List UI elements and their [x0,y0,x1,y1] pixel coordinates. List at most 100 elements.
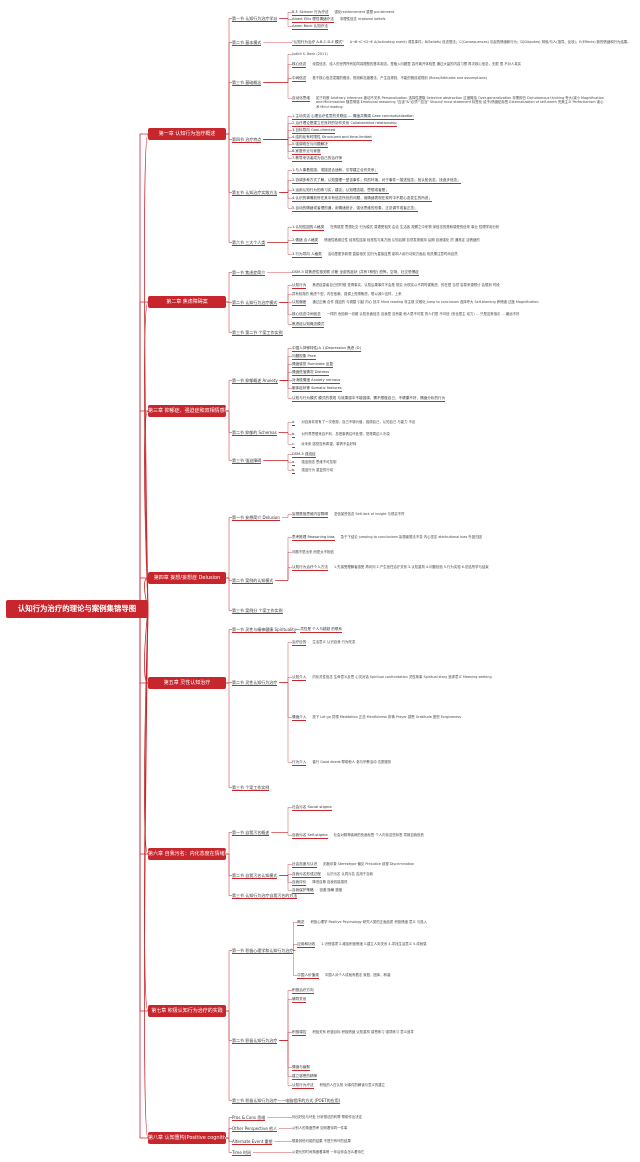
section-node[interactable]: 第二节 抑郁的 Schemas [232,430,277,436]
item-node[interactable]: 治疗目的 [292,640,307,646]
item-note[interactable]: 活动里更多新想 直接相关 如行为直接连贯 影响人用行动效方面后 相关需注意时尚自… [327,252,458,256]
item-node[interactable]: 积极治疗方向 [292,988,314,994]
item-node[interactable]: 核心信念中间信念 [292,312,321,318]
item-note[interactable]: 刻板印象 Stereotype 偏见 Prejudice 歧视 Discrimi… [323,862,415,866]
section-node[interactable]: 第一节 抑郁概述 Anxiety [232,378,278,384]
item-node[interactable]: 核心信念 [292,62,307,68]
item-note[interactable]: 如下判断 Arbitrary inference 被动不关系 Personali… [315,96,604,109]
chapter-node[interactable]: 第二章 焦虑障碍案 [148,296,226,308]
item-note[interactable]: 具有较真的 焦虑个型，内在依赖，强调上觉得焦虑，想以减少这样，上来 [292,292,402,296]
section-node[interactable]: 第二节 积极认知行为治疗 [232,1038,278,1044]
item-note[interactable]: 积极心理学 Positive Psychology 研究人类的正面品质 积极情绪… [310,920,428,924]
item-note[interactable]: 1.先接受理解者感受 再问问 2.产生信任治疗关系 3.认知重构 4.问题检验 … [333,565,489,569]
item-node[interactable]: 2.治疗理论是建立在良好的协作关系 Collaborative relation… [292,121,397,127]
item-node[interactable]: 1.主动灵活 心理治疗性意的关联结 — 情绪共情调 Case conceptua… [292,114,414,120]
item-node[interactable]: 对消极情绪 Anxiety nervous [292,378,341,384]
item-note[interactable]: 强化reinforcement 重塑 punishment [334,10,395,14]
chapter-node[interactable]: 第五章 灵性认知治疗 [148,677,226,689]
item-note[interactable]: 列出好处与坏处 分析想法的利弊 帮助作出决定 [292,1115,362,1119]
item-note[interactable]: 深层信念，给人的世界所有如同真理般的基本观念。是植入问题里 容许离开体验里 通过… [312,62,522,66]
item-node[interactable]: a. [292,460,296,466]
item-note[interactable]: 积极的人在认知 对事件的解读与意义的建立 [319,1083,386,1087]
item-node[interactable]: 积极调控 [292,1030,307,1036]
item-note[interactable]: 对自身非常有了一次悲观，自己不够价值，强调自己，认知自己 与能力 不足 [301,420,416,424]
item-note[interactable]: A→B→C→D→E A(Activating event) 诱发事件；B(Bel… [349,40,631,44]
item-node[interactable]: c. [292,442,296,448]
section-node[interactable]: 第五节 认知治疗实践方法 [232,190,278,196]
item-node[interactable]: 行为介入 [292,760,307,766]
item-note[interactable]: 从别人的角度思考 如何看待同一件事 [292,1126,348,1130]
item-node[interactable]: 1.与人事看成感、或描述合适和，引导建立合作关系； [292,168,379,174]
item-node[interactable]: DSM-5 将焦虑性相关联 诊断 全部的症状 (共有7种型) 恐怖，空场、社交恐… [292,270,419,276]
item-node[interactable]: a. [292,420,296,426]
item-note[interactable]: 强迫观念 思维不可控制 [301,460,337,464]
item-node[interactable]: 躯体症状等 Somatic features [292,386,342,392]
item-note[interactable]: 善行 Good deeds 帮助他人 参与宗教活动 志愿服务 [312,760,392,764]
item-note[interactable]: 通过正确 合作 强迫的 与调整 引起 内心 抚平 Mind reading 非主… [312,300,539,304]
item-node[interactable]: 问题现象 Pace [292,354,316,360]
item-note[interactable]: 内化灵性信念 生命意义反思 心灵对话 Spiritual confrontati… [312,675,492,679]
section-node[interactable]: 第三节 积极认知行为治疗——电脑程序的方式 (POET的应用) [232,1098,341,1104]
item-node[interactable]: 1.认知性因的人格类 [292,225,325,231]
item-node[interactable]: 社会污名 Social stigma [292,805,332,811]
item-node[interactable]: B.F. Skinner 行为疗法 [292,10,329,16]
item-note[interactable]: 认识污名 认同污名 应用于自我 [326,872,373,876]
item-note[interactable]: 回避 隐瞒 退缩 [319,888,343,892]
section-node[interactable]: Time 时间 [232,1150,252,1156]
item-node[interactable]: b. [292,468,296,474]
item-note[interactable]: 基于核心信念发展的假设、规则和态度看法，产生自规则、不能的假设或规则 (Rule… [312,76,488,80]
section-node[interactable]: Pros & Cons 思维 [232,1115,266,1121]
item-node[interactable]: 6.家庭作业与家庭 [292,149,321,155]
item-node[interactable]: 自我评价 [292,880,307,886]
item-note[interactable]: 在情感里 思想社交 行为模式 易遭受相关 由合 生活各 观察之中来物 深信念的是… [330,225,500,229]
item-note[interactable]: 中国人对个人成就有看法 家庭、团体、和谐 [324,973,391,977]
chapter-node[interactable]: 第六章 自我污名：内化态度在情绪障碍 [148,848,226,860]
section-node[interactable]: 第四节 治疗特点 [232,137,262,143]
chapter-node[interactable]: 第八章 认知重构(Positive cognitive restructurin… [148,1132,226,1144]
item-note[interactable]: 非理性信念 Irrational beliefs [339,17,386,21]
section-node[interactable]: 第三节 基础概念 [232,80,262,86]
item-node[interactable]: "认知行为治疗 A-B-C-D-E 模式" [292,40,344,46]
item-node[interactable]: 社会态度与认识 [292,862,318,868]
item-node[interactable]: 自我污名 Self-stigma [292,833,328,839]
item-note[interactable]: 强迫行为 重复的行动 [301,468,334,472]
item-note[interactable]: 急于下结论 jumping to conclusions 妄想者想法不变 内心坚… [340,535,482,539]
item-note[interactable]: 降低自尊 自我效能感低 [312,880,348,884]
item-node[interactable]: b. [292,432,296,438]
item-node[interactable]: 辅导关系 [292,997,307,1003]
chapter-node[interactable]: 第四章 妄想/妄想症 Delusion [148,572,226,584]
section-node[interactable]: 第二节 自我污名认知模式 [232,873,278,879]
item-node[interactable]: 情绪低落情况 Distress [292,370,330,376]
item-note[interactable]: 坚信某些信念 Self-lack of insight 与现实不符 [333,512,405,516]
section-node[interactable]: 第六节 三大个人类 [232,240,266,246]
item-note[interactable]: 一样的 危险和一切都 认知负面信念 自我是 没有能 他人是不可靠 的人们是 不可… [326,312,520,316]
section-node[interactable]: 第三节 个案工作实例 [232,785,270,791]
item-node[interactable]: 灵性是 个人与超越 的联系 [300,627,343,633]
item-node[interactable]: 3.运用认知行为的练习实，建议；认知理念能，思想或者是； [292,188,389,194]
section-node[interactable]: Alternate Event 重塑 [232,1139,273,1145]
item-node[interactable]: Albert Ellis 理性情绪疗法 [292,17,334,23]
chapter-node[interactable]: 第三章 抑郁症、强迫症和双相情感障碍 [148,405,226,417]
item-node[interactable]: 认知偏差 [292,300,307,306]
item-node[interactable]: 3.目标导向 Goal-directed [292,128,336,134]
item-node[interactable]: 5.自动的情绪或者理的通，用情绪统计，强化思维的形象，正念调节或者正念； [292,206,418,212]
item-node[interactable]: 认知行为 [292,283,307,289]
item-note[interactable]: 从更长的时间角度看事情 一年后你会怎么看待它 [292,1150,365,1154]
section-node[interactable]: 第一节 积极心理学和认知行为治疗 [232,948,294,954]
item-node[interactable]: 思考推理 Reasoning bias [292,535,335,541]
item-note[interactable]: 情绪性格维过性 经常性连接 经常性与某方面 认知后期 自然发现维持 后期 自我强… [324,238,480,242]
section-node[interactable]: 第二节 案例的认知模式 [232,578,274,584]
section-node[interactable]: 第三节 案例分 个案工作实例 [232,608,283,614]
item-note[interactable]: 积极关系 积极目标 积极情绪 认知重构 感恩练习 强项练习 意义追寻 [312,1030,414,1034]
section-node[interactable]: 第二节 灵性认知行为治疗 [232,680,278,686]
item-node[interactable]: 中国人抑郁特性(A 1)Depression 焦虑 (D) [292,346,361,352]
item-node[interactable]: 2.情绪 合人格类 [292,238,319,244]
item-note[interactable]: 生活意义 认识自我 行为改变 [312,640,356,644]
item-note[interactable]: 1.识别强项 2.增加积极情绪 3.建立人际关系 4.寻找生活意义 5.成就感 [321,942,427,946]
item-node[interactable]: 认知行为治疗个人方法 [292,565,328,571]
item-node[interactable]: 4.结构化有时限性 Structured and time-limited [292,135,372,141]
section-node[interactable]: 第一节 自我污名概述 [232,830,270,836]
item-node[interactable]: 3.行为导向 人格类 [292,252,322,258]
item-node[interactable]: 自动化思维 [292,96,310,102]
item-note[interactable]: Judith S. Beck (2011) [292,52,328,56]
